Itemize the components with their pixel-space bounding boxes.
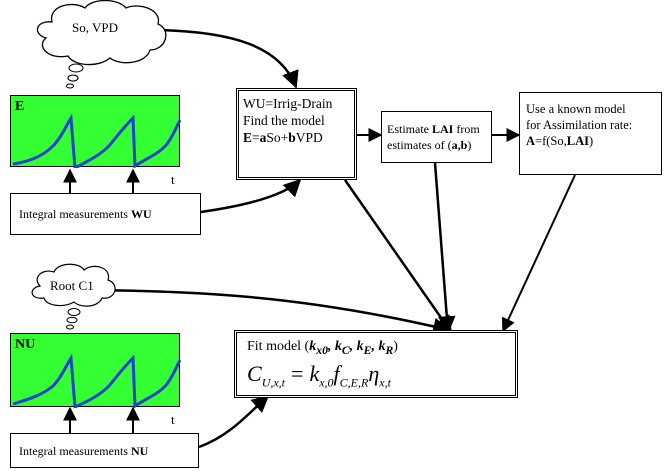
estimate-lai-box: Estimate LAI from estimates of (a,b) (381, 111, 492, 163)
fit-eq-eta: η (368, 361, 380, 386)
assim-lai: LAI (566, 134, 589, 148)
assim-mid: =f(So, (535, 134, 567, 148)
integral-wu-box: Integral measurements WU (10, 193, 201, 235)
fit-model-box: Fit model (kx0, kC, kE, kR) CU,x,t=kx,0f… (234, 330, 518, 398)
integral-nu-prefix: Integral measurements (19, 444, 131, 458)
integral-wu-prefix: Integral measurements (19, 207, 131, 221)
lai-t2-end: ) (467, 138, 472, 152)
arrow-model-to-fit (343, 179, 453, 334)
integral-nu-bold: NU (130, 444, 149, 458)
fit-equation: CU,x,t =kx,0fC,E,Rηx,t (247, 361, 391, 395)
top-axis-label: t (171, 172, 175, 187)
fit-eq-eta-sub: x,t (379, 375, 391, 390)
e-signal-curve (12, 113, 181, 168)
fit-eq-k-sub: x,0 (319, 375, 334, 390)
lai-t2: estimates of ( (387, 138, 452, 152)
arrow-nu-to-fit (198, 394, 270, 449)
fit-eq-equals: = (291, 361, 304, 386)
fit-sub-x0: x0 (316, 343, 328, 357)
nu-signal-curve (12, 353, 181, 408)
assimilation-box: Use a known model for Assimilation rate:… (519, 92, 662, 175)
arrow-cloud-to-model (159, 28, 299, 89)
cloud-top-label: So, VPD (72, 20, 119, 35)
integral-nu-box: Integral measurements NU (10, 433, 199, 468)
fit-close: ) (393, 339, 398, 354)
integral-nu-text: Integral measurements NU (19, 443, 148, 459)
fit-k1: k (309, 339, 317, 354)
fit-k3: k (356, 339, 364, 354)
assim-end: ) (588, 134, 594, 148)
assimilation-text: Use a known model for Assimilation rate:… (526, 101, 632, 149)
fit-sub-e: E (363, 343, 372, 357)
arrow-assim-to-fit (501, 174, 576, 333)
find-model-text: WU=Irrig-Drain Find the model E=aSo+bVPD (243, 95, 332, 146)
find-model-equation: E=aSo+bVPD (243, 129, 332, 146)
arrow-root-to-fit (96, 288, 451, 335)
eq-a: a (259, 130, 267, 145)
e-signal-panel: E (10, 95, 181, 168)
fit-sub-c: C (341, 343, 350, 357)
cloud-bottom-shape (31, 263, 116, 330)
assim-line3: A=f(So,LAI) (526, 133, 632, 149)
fit-eq-f-sub: C,E,R (339, 375, 369, 390)
eq-E: E (243, 130, 253, 145)
eq-so: So+ (266, 130, 289, 145)
cloud-top-shape (36, 0, 167, 89)
find-model-line1: WU=Irrig-Drain (243, 96, 333, 111)
fit-eq-C-sub: U,x,t (261, 375, 286, 390)
assim-A: A (526, 134, 536, 148)
arrow-lai-to-fit (433, 162, 456, 334)
eq-b: b (288, 130, 296, 145)
fit-model-title: Fit model (kx0, kC, kE, kR) (247, 339, 398, 357)
eq-eq: = (252, 130, 260, 145)
fit-eq-f: f (333, 361, 340, 386)
fit-k2: k (334, 339, 342, 354)
integral-wu-bold: WU (130, 207, 152, 221)
fit-sub-r: R (385, 343, 394, 357)
bottom-axis-label: t (171, 412, 175, 427)
find-model-box: WU=Irrig-Drain Find the model E=aSo+bVPD (236, 88, 357, 180)
find-model-line2: Find the model (243, 113, 325, 128)
fit-eq-C: C (247, 361, 262, 386)
assim-line1: Use a known model (526, 102, 626, 116)
lai-t1-end: from (453, 122, 480, 136)
cloud-bottom-label: Root C1 (50, 278, 94, 293)
lai-line2: estimates of (a,b) (387, 137, 480, 153)
nu-panel-label: NU (15, 337, 36, 352)
fit-title-text: Fit model ( (247, 339, 310, 354)
lai-bold: LAI (432, 122, 454, 136)
estimate-lai-text: Estimate LAI from estimates of (a,b) (387, 121, 480, 153)
nu-signal-panel: NU (10, 333, 181, 408)
assim-line2: for Assimilation rate: (526, 118, 633, 132)
arrow-wu-to-model (200, 178, 302, 214)
lai-line1: Estimate LAI from (387, 121, 480, 137)
lai-ab: a,b (451, 138, 468, 152)
lai-t1: Estimate (387, 122, 432, 136)
e-panel-label: E (15, 99, 25, 114)
fit-k4: k (378, 339, 386, 354)
integral-wu-text: Integral measurements WU (19, 206, 152, 222)
eq-vpd: VPD (295, 130, 323, 145)
fit-eq-k: k (309, 361, 320, 386)
